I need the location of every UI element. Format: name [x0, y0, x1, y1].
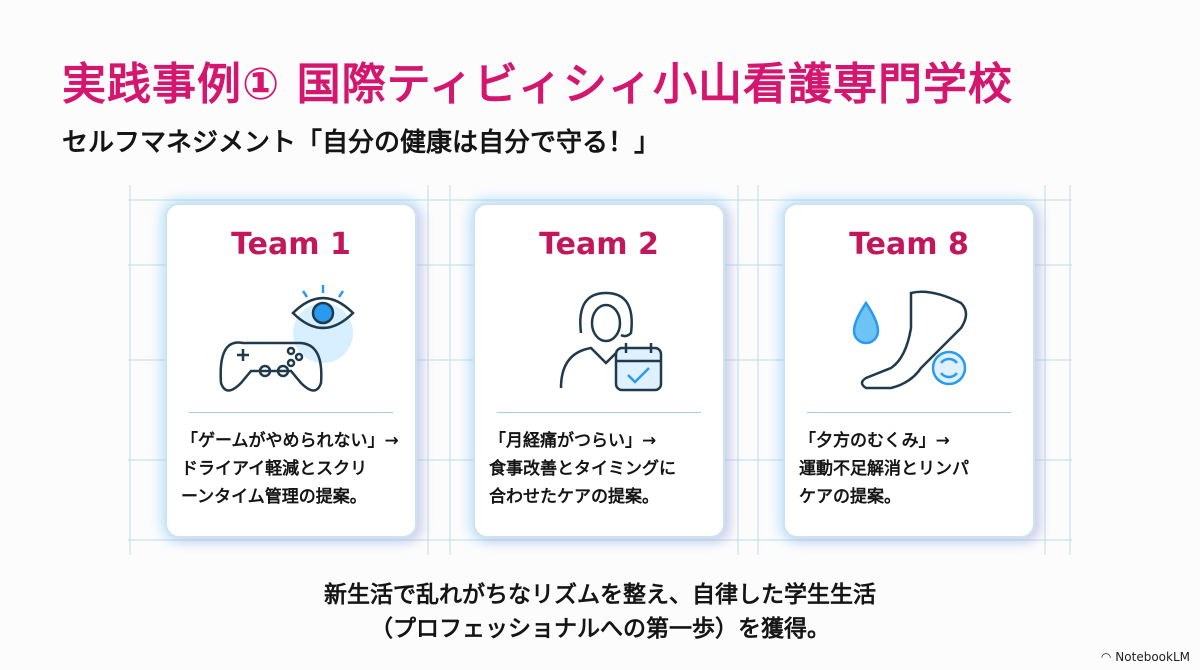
divider	[189, 412, 393, 413]
page-subtitle: セルフマネジメント「自分の健康は自分で守る！」	[62, 128, 661, 158]
conclusion-text: 新生活で乱れがちなリズムを整え、自律した学生生活 （プロフェッショナルへの第一歩…	[324, 582, 876, 642]
divider	[497, 412, 701, 413]
team-card-2: Team 2 「月経痛がつらい」→ 食事改善とタイミングに 合わせたケアの提案。	[473, 203, 725, 538]
team-label: Team 2	[539, 227, 659, 262]
page-title: 実践事例① 国際ティビィシィ小山看護専門学校	[62, 59, 1014, 110]
team-label: Team 1	[231, 227, 351, 262]
brand-watermark: ◠NotebookLM	[1101, 650, 1190, 664]
team-description: 「夕方のむくみ」→ 運動不足解消とリンパ ケアの提案。	[799, 431, 969, 507]
team-card-1: Team 1 「ゲームがやめられない」→ ドライアイ軽減とスクリ ーンタイム管理…	[165, 203, 417, 538]
leg-drop-cycle-icon	[852, 290, 968, 390]
brand-label: NotebookLM	[1115, 650, 1190, 664]
woman-calendar-check-icon	[559, 291, 663, 392]
gamepad-eye-icon	[219, 285, 355, 392]
notebooklm-logo-icon: ◠	[1100, 650, 1112, 664]
divider	[807, 412, 1011, 413]
team-description: 「ゲームがやめられない」→ ドライアイ軽減とスクリ ーンタイム管理の提案。	[181, 431, 399, 507]
team-description: 「月経痛がつらい」→ 食事改善とタイミングに 合わせたケアの提案。	[489, 431, 676, 507]
team-card-8: Team 8 「夕方のむくみ」→ 運動不足解消とリンパ ケアの提案。	[783, 203, 1035, 538]
team-label: Team 8	[849, 227, 969, 262]
